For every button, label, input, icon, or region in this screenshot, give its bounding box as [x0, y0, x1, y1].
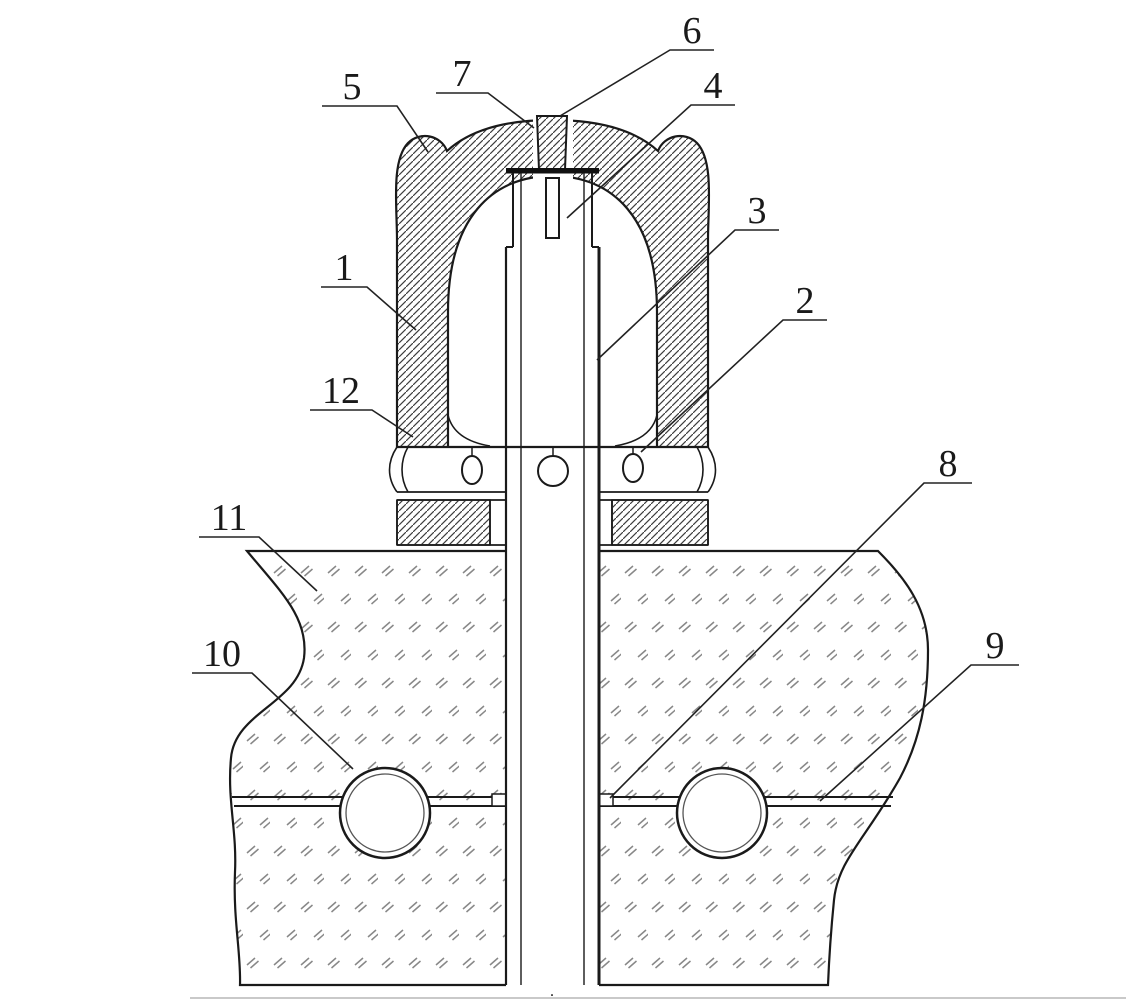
bottom-dot-mark: .	[550, 983, 554, 1000]
leader-6	[559, 49, 714, 117]
tube-notch-left	[491, 793, 507, 807]
flange-base	[388, 446, 717, 546]
neck-curve-right-outer	[707, 446, 717, 493]
part-label-7: 7	[453, 53, 472, 95]
leader-7	[436, 92, 535, 129]
center-tube	[504, 173, 601, 985]
part-label-8: 8	[939, 443, 958, 485]
part-label-12: 12	[322, 370, 360, 412]
cap-plate	[506, 168, 599, 174]
port-left	[461, 455, 483, 485]
part-label-10: 10	[203, 633, 241, 675]
pipe-hole-left	[338, 766, 432, 860]
dome-housing	[394, 110, 711, 449]
pipe-hole-right	[675, 766, 769, 860]
part-label-4: 4	[704, 65, 723, 107]
port-right	[622, 453, 644, 483]
tube-corridor	[506, 548, 599, 990]
flange-block-right	[611, 499, 709, 546]
flange-block-left	[396, 499, 491, 546]
neck-curve-right-inner	[696, 446, 704, 493]
ground-block	[228, 548, 930, 990]
leader-10	[192, 672, 354, 770]
part-label-2: 2	[796, 280, 815, 322]
neck-curve-left-inner	[401, 446, 409, 493]
port-center	[537, 455, 569, 487]
leader-lines	[192, 49, 1019, 802]
leader-8	[609, 482, 972, 799]
part-label-1: 1	[335, 247, 354, 289]
part-label-5: 5	[343, 66, 362, 108]
leader-5	[322, 105, 429, 153]
cavity-seat-left	[447, 414, 491, 447]
cavity-seat-right	[614, 414, 658, 447]
leader-9	[819, 664, 1019, 802]
flange-ports	[461, 447, 644, 487]
part-label-9: 9	[986, 625, 1005, 667]
leader-11	[199, 536, 318, 592]
part-label-6: 6	[683, 10, 702, 52]
top-plug	[535, 115, 569, 171]
part-label-11: 11	[211, 497, 248, 539]
tube-notch-right	[598, 793, 614, 807]
leader-12	[310, 409, 414, 438]
part-label-3: 3	[748, 190, 767, 232]
part-labels: 1 2 3 4 5 6 7 8 9 10 11 12	[203, 10, 1005, 675]
leader-1	[321, 286, 417, 331]
neck-curve-left-outer	[388, 446, 398, 493]
leader-4	[566, 104, 735, 219]
leader-2	[640, 319, 827, 453]
inner-rod	[545, 177, 560, 239]
leader-3	[596, 229, 779, 361]
